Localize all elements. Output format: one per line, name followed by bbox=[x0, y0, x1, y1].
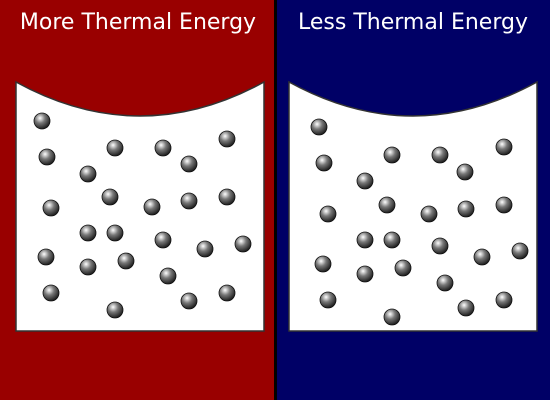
more-thermal-energy-particle bbox=[154, 139, 172, 157]
more-thermal-energy-particle bbox=[37, 248, 55, 266]
less-thermal-energy-particle bbox=[473, 248, 491, 266]
less-thermal-energy-particle bbox=[431, 146, 449, 164]
less-thermal-energy-container bbox=[288, 80, 538, 332]
more-thermal-energy-particle bbox=[218, 130, 236, 148]
more-thermal-energy-particle bbox=[106, 139, 124, 157]
more-thermal-energy-particle bbox=[196, 240, 214, 258]
less-thermal-energy-particle bbox=[319, 205, 337, 223]
more-thermal-energy-particle bbox=[106, 301, 124, 319]
more-thermal-energy-particle bbox=[79, 258, 97, 276]
less-thermal-energy-particle bbox=[495, 138, 513, 156]
more-thermal-energy-particle bbox=[33, 112, 51, 130]
more-thermal-energy-particle bbox=[42, 199, 60, 217]
less-thermal-energy-particle bbox=[383, 308, 401, 326]
less-thermal-energy-particle bbox=[310, 118, 328, 136]
less-thermal-energy-particle bbox=[378, 196, 396, 214]
less-thermal-energy-particle bbox=[356, 265, 374, 283]
more-thermal-energy-title: More Thermal Energy bbox=[19, 10, 257, 35]
less-thermal-energy-particle bbox=[319, 291, 337, 309]
more-thermal-energy-particle bbox=[106, 224, 124, 242]
less-thermal-energy-particle bbox=[457, 299, 475, 317]
less-thermal-energy-particle bbox=[383, 146, 401, 164]
less-thermal-energy-particle bbox=[315, 154, 333, 172]
less-thermal-energy-particle bbox=[495, 291, 513, 309]
more-thermal-energy-container bbox=[15, 80, 265, 332]
less-thermal-energy-particle bbox=[511, 242, 529, 260]
less-thermal-energy-particle bbox=[457, 200, 475, 218]
less-thermal-energy-particle bbox=[431, 237, 449, 255]
less-thermal-energy-particles bbox=[310, 118, 529, 326]
more-thermal-energy-particle bbox=[180, 292, 198, 310]
less-thermal-energy-particle bbox=[356, 231, 374, 249]
more-thermal-energy-particle bbox=[38, 148, 56, 166]
more-thermal-energy-particle bbox=[42, 284, 60, 302]
more-thermal-energy-particle bbox=[218, 284, 236, 302]
less-thermal-energy-particle bbox=[383, 231, 401, 249]
more-thermal-energy-particle bbox=[159, 267, 177, 285]
less-thermal-energy-particle bbox=[314, 255, 332, 273]
less-thermal-energy-particle bbox=[436, 274, 454, 292]
more-thermal-energy-particles bbox=[33, 112, 252, 319]
more-thermal-energy-particle bbox=[234, 235, 252, 253]
more-thermal-energy-particle bbox=[180, 192, 198, 210]
more-thermal-energy-particle bbox=[79, 165, 97, 183]
less-thermal-energy-particle bbox=[356, 172, 374, 190]
more-thermal-energy-particle bbox=[218, 188, 236, 206]
more-thermal-energy-particle bbox=[143, 198, 161, 216]
more-thermal-energy-particle bbox=[79, 224, 97, 242]
less-thermal-energy-particle bbox=[495, 196, 513, 214]
more-thermal-energy-particle bbox=[180, 155, 198, 173]
more-thermal-energy-particle bbox=[154, 231, 172, 249]
less-thermal-energy-particle bbox=[456, 163, 474, 181]
less-thermal-energy-title: Less Thermal Energy bbox=[298, 10, 528, 35]
more-thermal-energy-particle bbox=[101, 188, 119, 206]
less-thermal-energy-particle bbox=[420, 205, 438, 223]
more-thermal-energy-particle bbox=[117, 252, 135, 270]
panel-divider bbox=[274, 0, 277, 400]
less-thermal-energy-particle bbox=[394, 259, 412, 277]
